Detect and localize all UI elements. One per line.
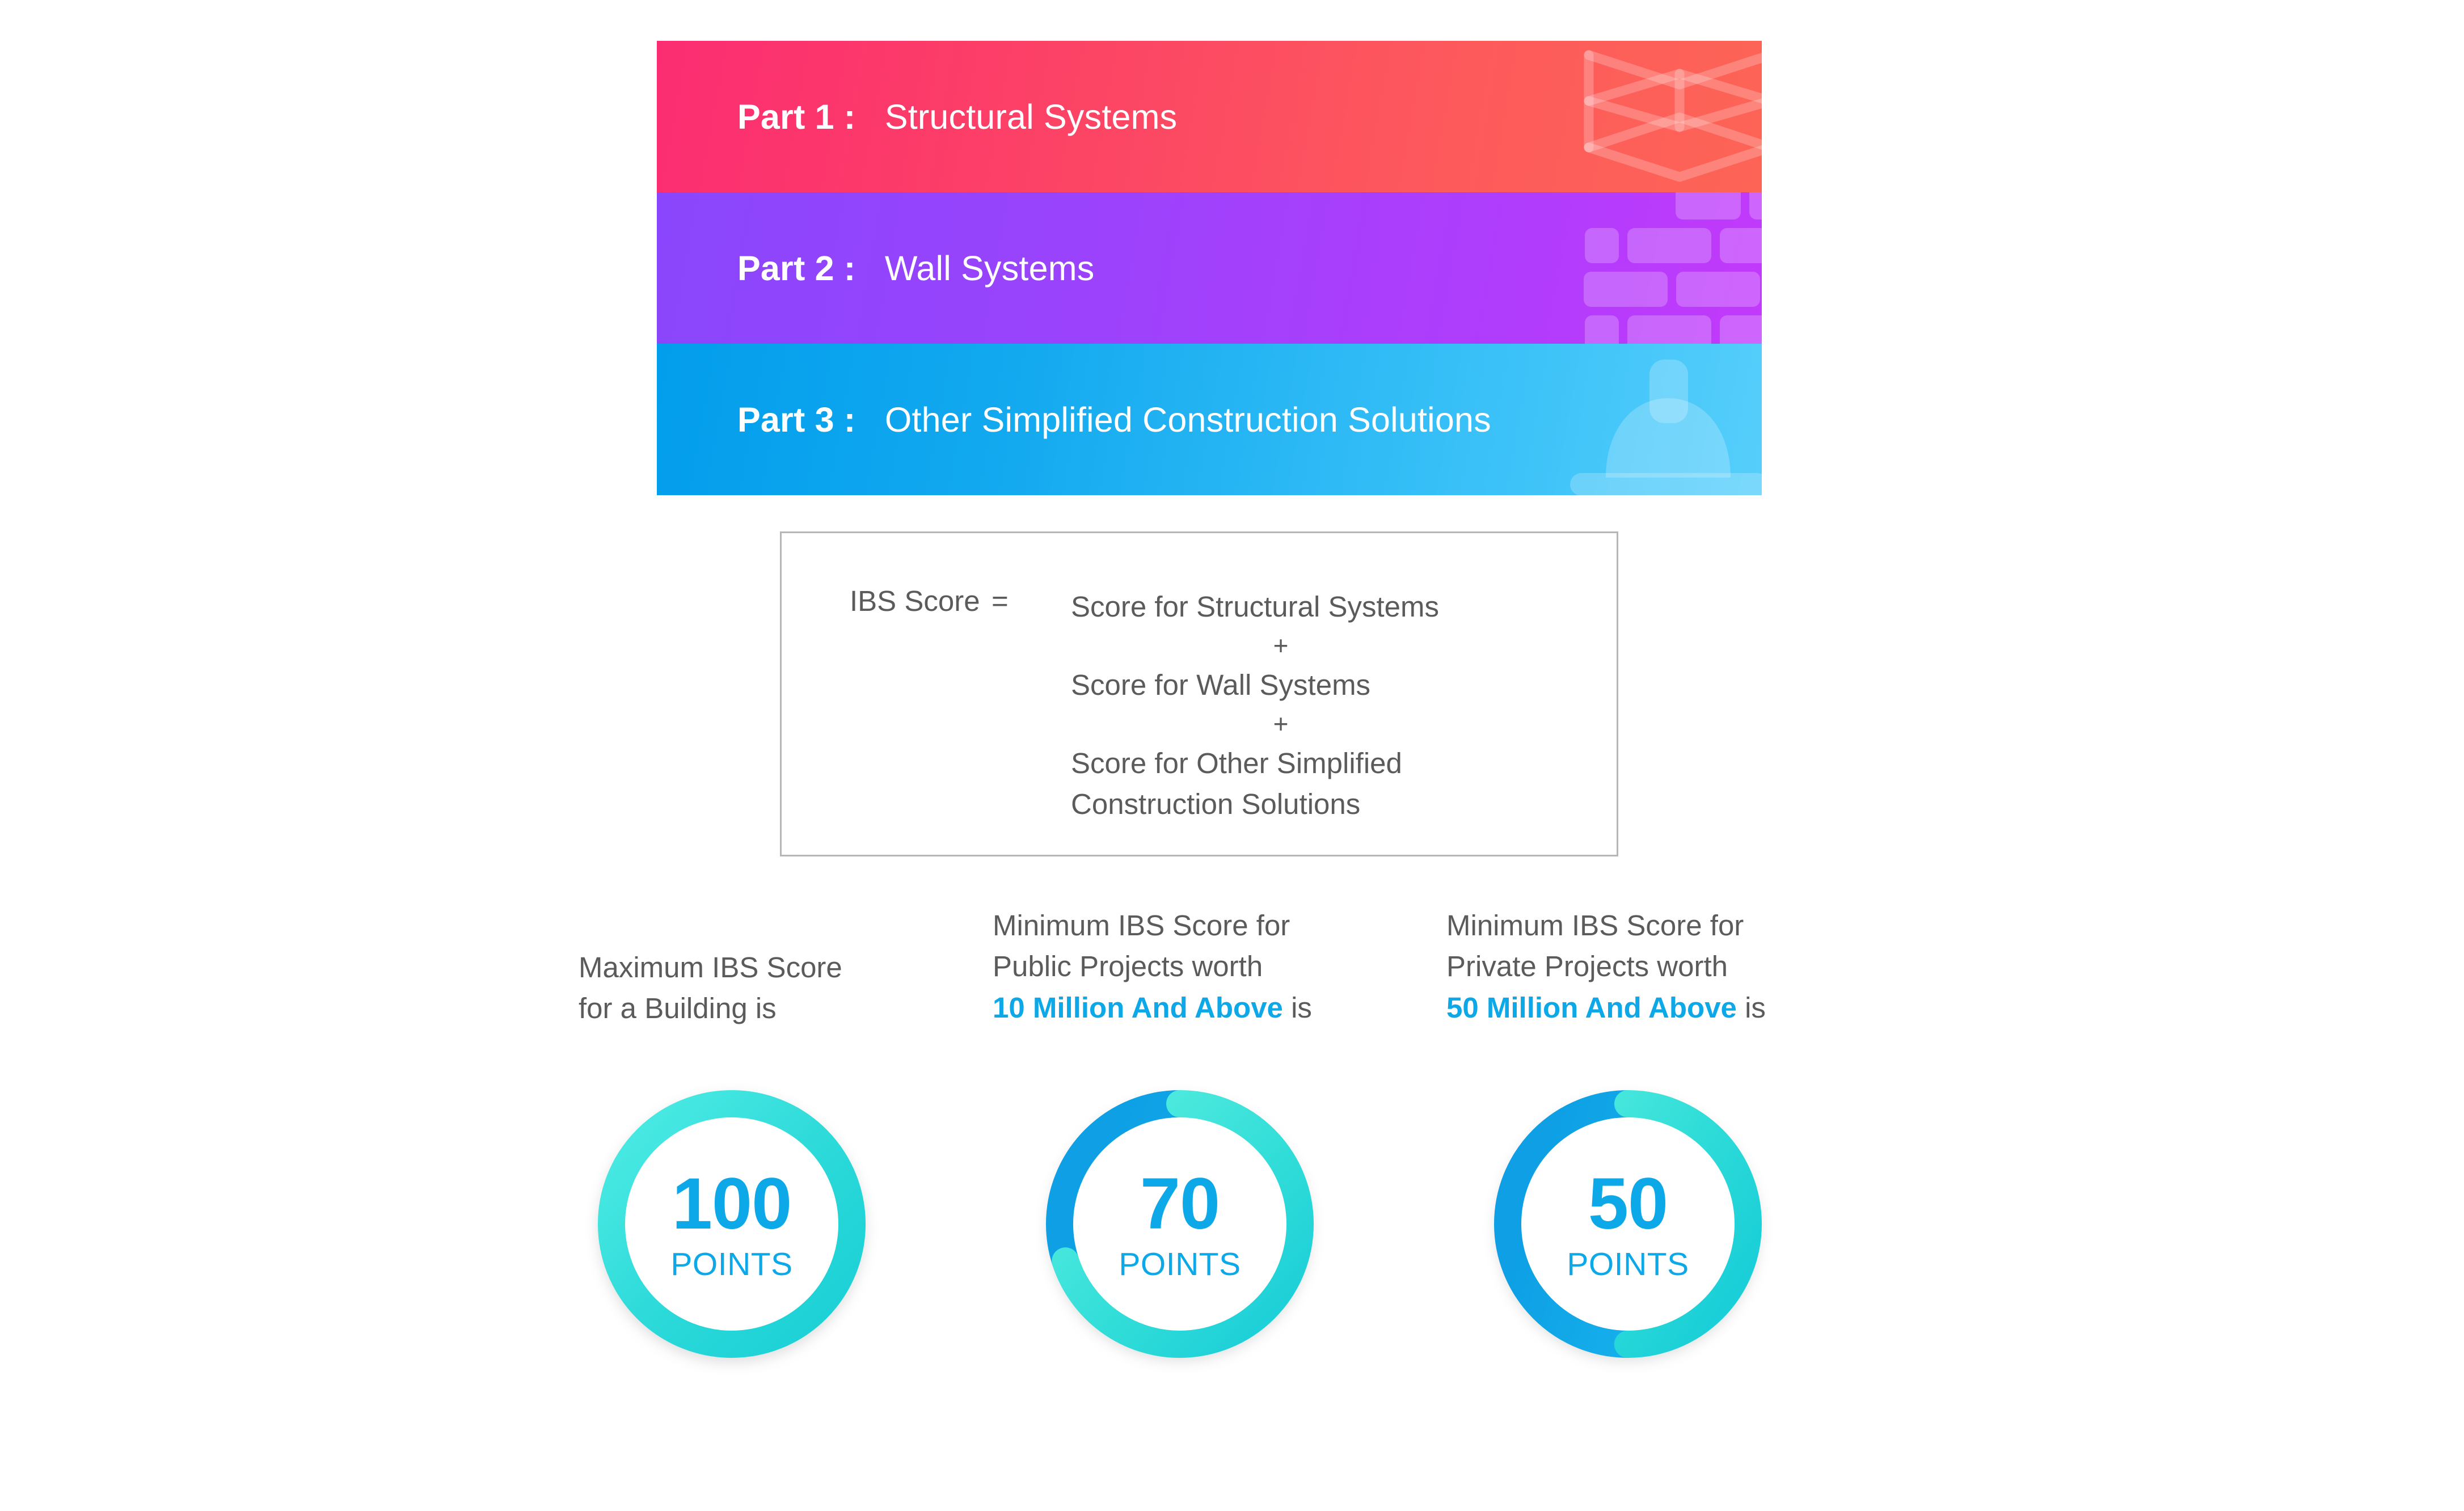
caption-maximum-score: Maximum IBS Score for a Building is [579,947,842,1029]
formula-left-hand-side: IBS Score [850,585,980,617]
score-donuts-group: 100 POINTS [567,1060,1895,1400]
formula-term-other-line-2: Construction Solutions [1071,787,1361,820]
caption-public-projects: Minimum IBS Score for Public Projects wo… [993,905,1312,1028]
caption-maximum-score-line-2: for a Building is [579,992,777,1025]
caption-private-projects-line-3: 50 Million And Above is [1446,987,1766,1028]
caption-maximum-score-line-1: Maximum IBS Score [579,951,842,984]
caption-public-projects-line-1: Minimum IBS Score for [993,909,1290,942]
caption-private-projects-line-2: Private Projects worth [1446,950,1728,983]
formula-term-other-line-1: Score for Other Simplified [1071,747,1402,780]
banner-part-3: Part 3 : Other Simplified Construction S… [657,344,1762,495]
formula-plus-1: + [1273,631,1289,661]
formula-plus-2: + [1273,709,1289,739]
caption-private-projects: Minimum IBS Score for Private Projects w… [1446,905,1766,1028]
part-banners-group: Part 1 : Structural Systems Part 2 : [657,41,1762,495]
banner-part-1-text: Part 1 : Structural Systems [737,97,1177,137]
caption-public-projects-line-3: 10 Million And Above is [993,987,1312,1028]
banner-part-3-title: Other Simplified Construction Solutions [884,400,1491,439]
donut-chart-maximum-score-svg [598,1090,866,1358]
donut-chart-private-projects: 50 POINTS [1463,1060,1792,1388]
caption-public-projects-line-2: Public Projects worth [993,950,1263,983]
donut-chart-private-projects-svg [1494,1090,1762,1358]
donut-chart-public-projects: 70 POINTS [1015,1060,1344,1388]
brick-wall-icon [1584,192,1762,344]
banner-part-3-label: Part 3 : [737,400,875,439]
banner-part-1-title: Structural Systems [884,97,1178,136]
banner-part-1: Part 1 : Structural Systems [657,41,1762,192]
formula-term-structural: Score for Structural Systems [1071,590,1440,623]
banner-part-2-title: Wall Systems [884,248,1095,288]
formula-right-hand-side: Score for Structural Systems + Score for… [1071,586,1617,824]
caption-private-projects-suffix: is [1736,991,1766,1024]
donut-chart-public-projects-svg [1046,1090,1314,1358]
formula-term-wall: Score for Wall Systems [1071,669,1371,702]
banner-part-2-label: Part 2 : [737,248,875,288]
caption-private-projects-highlight: 50 Million And Above [1446,991,1737,1024]
cube-frame-icon [1584,50,1762,182]
score-captions-group: Maximum IBS Score for a Building is Mini… [579,905,1883,1036]
banner-part-3-text: Part 3 : Other Simplified Construction S… [737,400,1491,440]
donut-chart-maximum-score: 100 POINTS [567,1060,896,1388]
banner-part-2-text: Part 2 : Wall Systems [737,248,1094,288]
caption-public-projects-suffix: is [1282,991,1312,1024]
banner-part-1-label: Part 1 : [737,97,875,136]
formula-equals-sign: = [991,585,1009,617]
caption-public-projects-highlight: 10 Million And Above [993,991,1283,1024]
caption-private-projects-line-1: Minimum IBS Score for [1446,909,1744,942]
banner-part-2: Part 2 : Wall Systems [657,192,1762,344]
ibs-score-formula-box: IBS Score = Score for Structural Systems… [780,531,1618,856]
hard-hat-icon [1570,360,1762,495]
